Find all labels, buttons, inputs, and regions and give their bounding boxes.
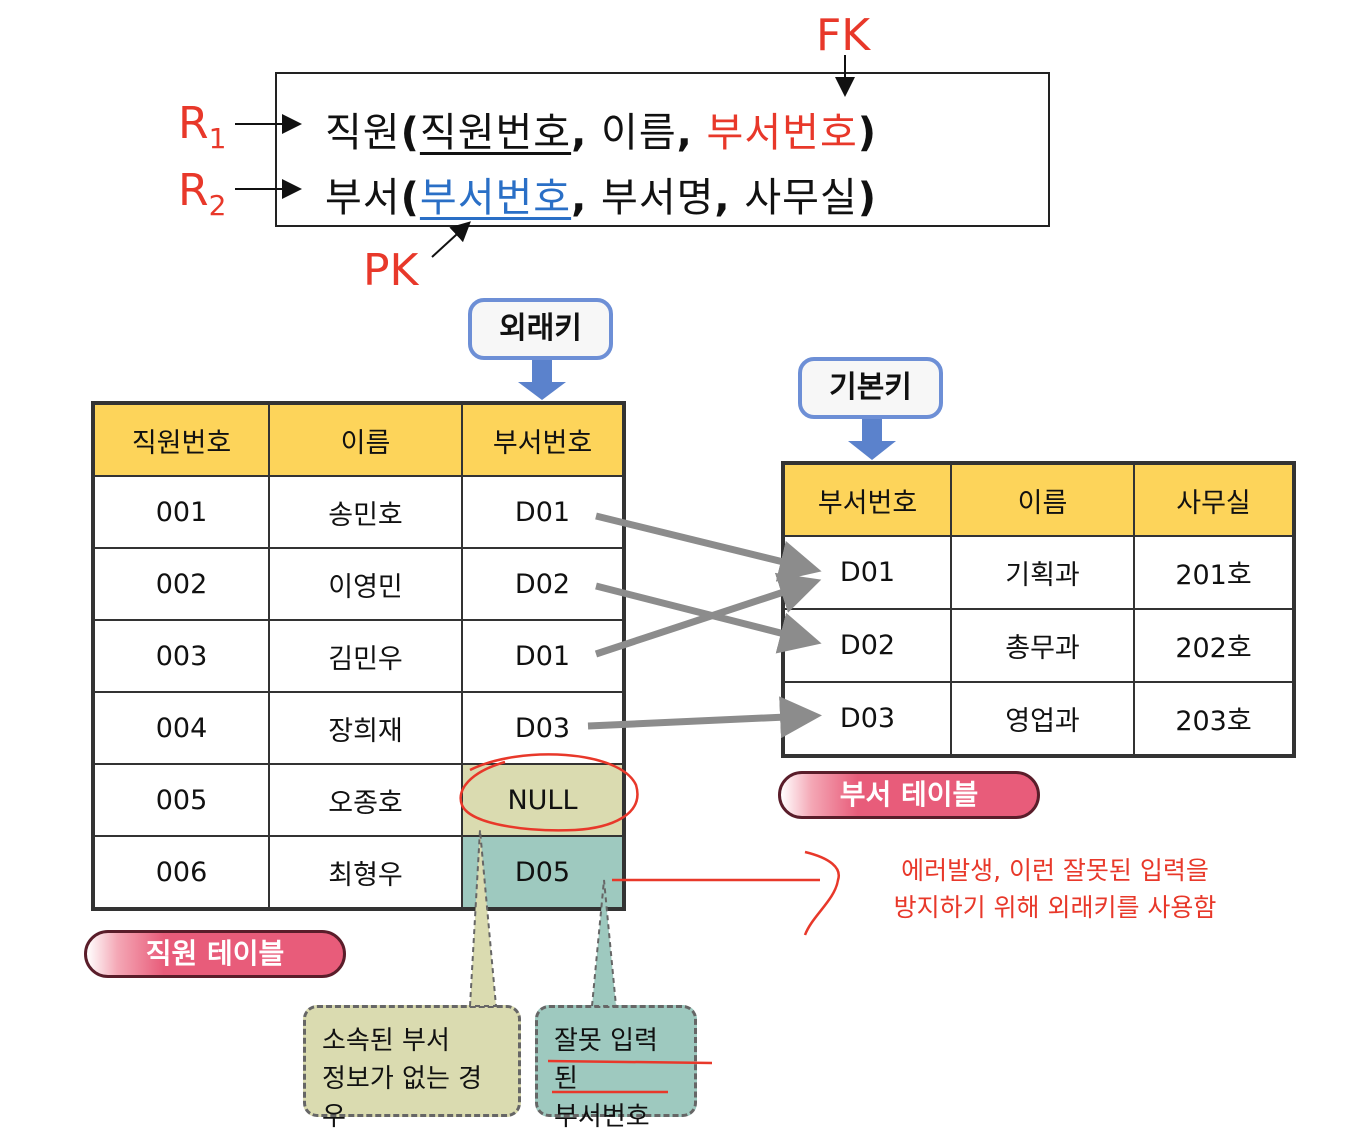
r2-label: R2 bbox=[178, 165, 227, 222]
relation-r2-pk: 부서번호 bbox=[419, 175, 572, 221]
cell: D01 bbox=[461, 619, 625, 693]
cell: 005 bbox=[92, 763, 270, 837]
cell: 202호 bbox=[1133, 608, 1295, 683]
table-row: 001 송민호 D01 bbox=[92, 475, 625, 549]
employee-table-header: 직원번호 이름 부서번호 bbox=[92, 402, 625, 477]
null-note-line2: 정보가 없는 경우 bbox=[322, 1064, 483, 1132]
table-row: 004 장희재 D03 bbox=[92, 691, 625, 765]
header-dept-office: 사무실 bbox=[1133, 462, 1295, 537]
cell: D02 bbox=[461, 547, 625, 621]
null-dept-cell: NULL bbox=[461, 763, 625, 837]
error-line1: 에러발생, 이런 잘못된 입력을 bbox=[901, 856, 1209, 885]
header-emp-id: 직원번호 bbox=[92, 402, 270, 477]
header-dept-name: 이름 bbox=[950, 462, 1135, 537]
null-note-line1: 소속된 부서 bbox=[322, 1026, 450, 1056]
cell: 001 bbox=[92, 475, 270, 549]
table-row: 002 이영민 D02 bbox=[92, 547, 625, 621]
table-row: 005 오종호 NULL bbox=[92, 763, 625, 837]
table-row: D03 영업과 203호 bbox=[782, 681, 1295, 757]
pk-label: PK bbox=[363, 245, 419, 296]
relation-r1: 직원(직원번호, 이름, 부서번호) bbox=[325, 110, 878, 156]
reference-arrow-003 bbox=[594, 572, 822, 658]
relation-r1-pk: 직원번호 bbox=[419, 110, 572, 156]
cell: 오종호 bbox=[268, 763, 463, 837]
header-emp-name: 이름 bbox=[268, 402, 463, 477]
relation-r2: 부서(부서번호, 부서명, 사무실) bbox=[325, 175, 878, 221]
header-emp-dept: 부서번호 bbox=[461, 402, 625, 477]
cell: 김민우 bbox=[268, 619, 463, 693]
cell: 004 bbox=[92, 691, 270, 765]
wrong-note-line2: 부서번호 bbox=[554, 1102, 650, 1132]
fk-label: FK bbox=[816, 10, 871, 61]
department-table-header: 부서번호 이름 사무실 bbox=[782, 462, 1295, 537]
pk-arrow bbox=[431, 221, 471, 258]
wrong-note-bubble: 잘못 입력된 부서번호 bbox=[535, 1005, 697, 1132]
cell: D01 bbox=[461, 475, 625, 549]
r1-label: R1 bbox=[178, 98, 227, 155]
relation-r1-name: 직원 bbox=[325, 110, 401, 156]
cell: D01 bbox=[782, 535, 952, 610]
reference-arrow-001 bbox=[595, 512, 822, 582]
cell: 장희재 bbox=[268, 691, 463, 765]
employee-table: 직원번호 이름 부서번호 001 송민호 D01 002 이영민 D02 003… bbox=[91, 401, 626, 911]
cell: 002 bbox=[92, 547, 270, 621]
table-row: D02 총무과 202호 bbox=[782, 608, 1295, 683]
relation-r2-name: 부서 bbox=[325, 175, 401, 221]
cell: 송민호 bbox=[268, 475, 463, 549]
cell: 최형우 bbox=[268, 835, 463, 910]
schema-box bbox=[275, 72, 1050, 227]
relation-r1-fk: 부서번호 bbox=[706, 110, 858, 156]
foreign-key-callout: 외래키 bbox=[468, 298, 613, 360]
error-brace-annotation bbox=[803, 850, 840, 936]
cell: D03 bbox=[782, 681, 952, 757]
department-table: 부서번호 이름 사무실 D01 기획과 201호 D02 총무과 202호 D0… bbox=[781, 461, 1296, 758]
cell: 총무과 bbox=[950, 608, 1135, 683]
error-annotation: 에러발생, 이런 잘못된 입력을 방지하기 위해 외래키를 사용함 bbox=[870, 852, 1240, 926]
department-table-label: 부서 테이블 bbox=[778, 771, 1040, 819]
primary-key-down-arrow bbox=[848, 419, 896, 460]
error-line2: 방지하기 위해 외래키를 사용함 bbox=[893, 893, 1217, 922]
cell: 006 bbox=[92, 835, 270, 910]
null-note-bubble: 소속된 부서 정보가 없는 경우 bbox=[303, 1005, 521, 1132]
cell: D02 bbox=[782, 608, 952, 683]
wrong-note-line1: 잘못 입력된 bbox=[554, 1026, 658, 1094]
table-row: D01 기획과 201호 bbox=[782, 535, 1295, 610]
wrong-dept-cell: D05 bbox=[461, 835, 625, 910]
foreign-key-down-arrow bbox=[518, 360, 566, 400]
table-row: 003 김민우 D01 bbox=[92, 619, 625, 693]
table-row: 006 최형우 D05 bbox=[92, 835, 625, 910]
cell: 003 bbox=[92, 619, 270, 693]
employee-table-label: 직원 테이블 bbox=[84, 930, 346, 978]
header-dept-id: 부서번호 bbox=[782, 462, 952, 537]
cell: 영업과 bbox=[950, 681, 1135, 757]
primary-key-callout: 기본키 bbox=[798, 357, 943, 419]
cell: 201호 bbox=[1133, 535, 1295, 610]
cell: 이영민 bbox=[268, 547, 463, 621]
cell: 기획과 bbox=[950, 535, 1135, 610]
reference-arrow-002 bbox=[595, 582, 822, 654]
cell: 203호 bbox=[1133, 681, 1295, 757]
cell: D03 bbox=[461, 691, 625, 765]
